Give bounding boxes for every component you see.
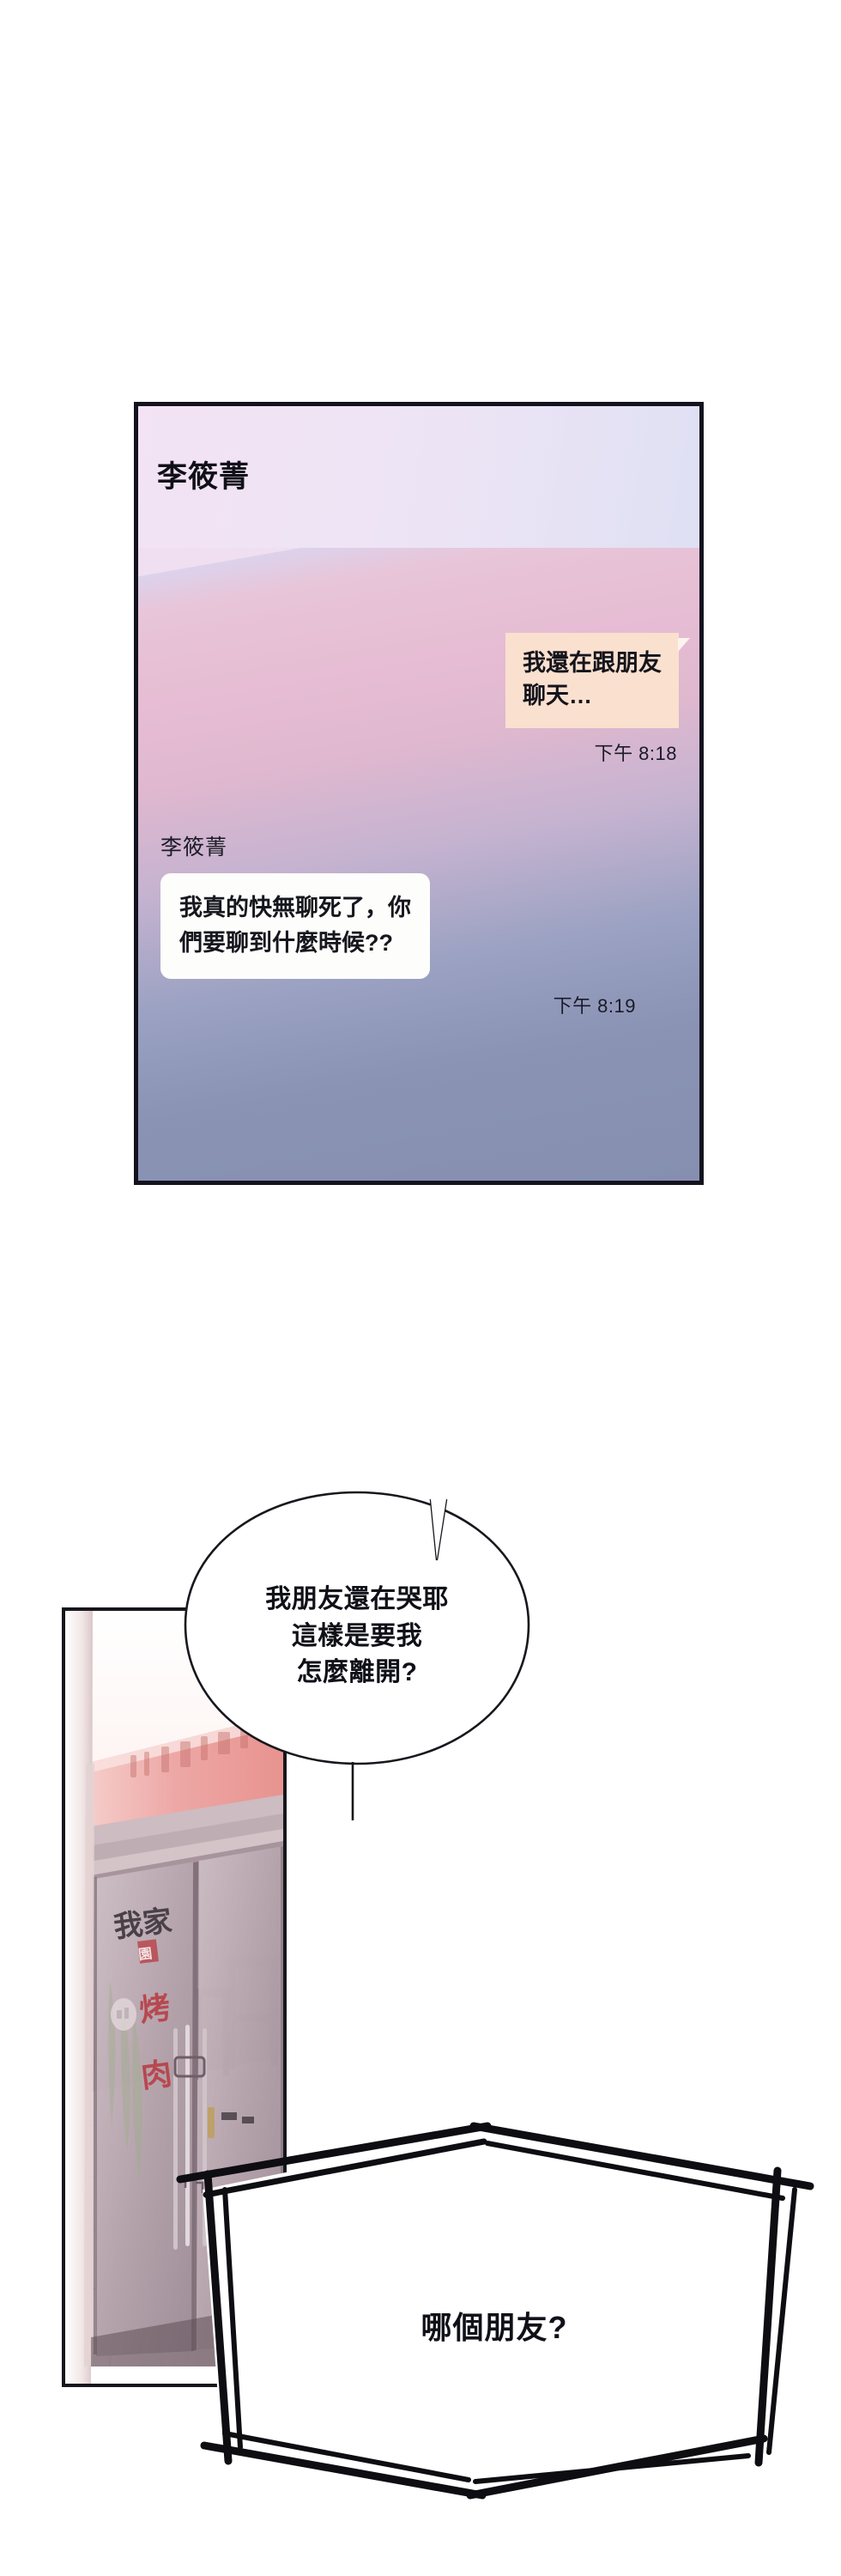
storefront-scene-panel: 我家 園 烤 肉: [62, 1607, 287, 2387]
incoming-message-timestamp: 下午 8:19: [553, 995, 636, 1017]
svg-text:園: 園: [137, 1945, 153, 1963]
storefront-illustration: 我家 園 烤 肉: [65, 1611, 283, 2384]
outgoing-message-bubble: 我還在跟朋友 聊天…: [505, 633, 690, 728]
storefront-sign-line1: 我家: [112, 1904, 173, 1945]
incoming-message-bubble: 我真的快無聊死了，你 們要聊到什麼時候??: [160, 873, 430, 979]
storefront-sign-line3: 肉: [139, 2057, 174, 2095]
chat-header-contact-name: 李筱菁: [157, 460, 251, 495]
incoming-message: 李筱菁 我真的快無聊死了，你 們要聊到什麼時候?? 下午 8:19: [160, 830, 686, 1018]
incoming-message-sender-name: 李筱菁: [160, 835, 228, 860]
chat-header: 李筱菁: [138, 406, 699, 549]
outgoing-message-timestamp: 下午 8:18: [594, 742, 677, 764]
storefront-sign-line2: 烤: [137, 1990, 172, 2029]
outgoing-message: 我還在跟朋友 聊天… 下午 8:18: [138, 633, 690, 766]
chat-screenshot-panel: 李筱菁 我還在跟朋友 聊天… 下午 8:18 李筱菁 我真的快無聊死了，你 們要…: [134, 402, 704, 1185]
